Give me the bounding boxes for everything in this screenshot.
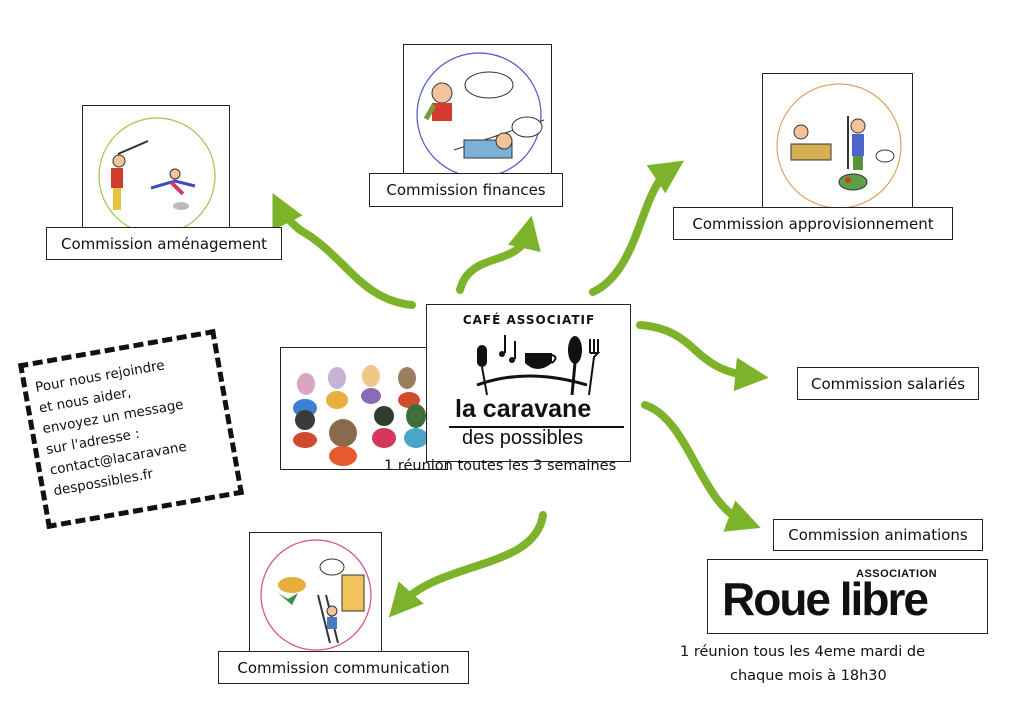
logo-underline bbox=[449, 426, 624, 428]
roue-libre-logo: ASSOCIATION Roue libre bbox=[707, 559, 988, 634]
commission-animations-label: Commission animations bbox=[773, 519, 983, 551]
arrow-to-amenagement bbox=[272, 192, 416, 309]
amenagement-illustration bbox=[82, 105, 230, 231]
roue-libre-association: ASSOCIATION bbox=[856, 568, 938, 580]
logo-cafe-associatif: CAFÉ ASSOCIATIF bbox=[462, 313, 596, 327]
roue-libre-meeting-line1: 1 réunion tous les 4eme mardi de bbox=[680, 644, 925, 660]
commission-salaries-label: Commission salariés bbox=[797, 367, 979, 400]
commission-approvisionnement-label: Commission approvisionnement bbox=[673, 207, 953, 240]
arrow-to-animations bbox=[641, 401, 761, 532]
contact-card: Pour nous rejoindre et nous aider, envoy… bbox=[17, 328, 245, 530]
roue-libre-meeting-line2: chaque mois à 18h30 bbox=[730, 668, 887, 684]
arrow-to-communication bbox=[388, 511, 547, 618]
roue-libre-name-part2: libre bbox=[839, 573, 929, 625]
arrow-to-approvisionnement bbox=[589, 160, 684, 296]
arrow-to-salaries bbox=[636, 321, 769, 392]
commission-communication-label: Commission communication bbox=[218, 651, 469, 684]
logo-la-caravane: la caravane bbox=[455, 395, 592, 423]
logo-icons bbox=[476, 335, 601, 396]
caravane-logo: CAFÉ ASSOCIATIF la caravane des possible… bbox=[426, 304, 631, 462]
approvisionnement-illustration bbox=[762, 73, 913, 209]
logo-des-possibles: des possibles bbox=[462, 427, 584, 449]
roue-libre-name: Roue libre bbox=[722, 572, 929, 626]
communication-illustration bbox=[249, 532, 382, 656]
members-illustration bbox=[280, 347, 448, 470]
arrow-to-finances bbox=[456, 215, 541, 294]
finances-illustration bbox=[403, 44, 552, 177]
center-meeting-note: 1 réunion toutes les 3 semaines bbox=[384, 458, 617, 474]
roue-libre-name-part1: Roue bbox=[722, 573, 831, 625]
commission-finances-label: Commission finances bbox=[369, 173, 563, 207]
commission-amenagement-label: Commission aménagement bbox=[46, 227, 282, 260]
